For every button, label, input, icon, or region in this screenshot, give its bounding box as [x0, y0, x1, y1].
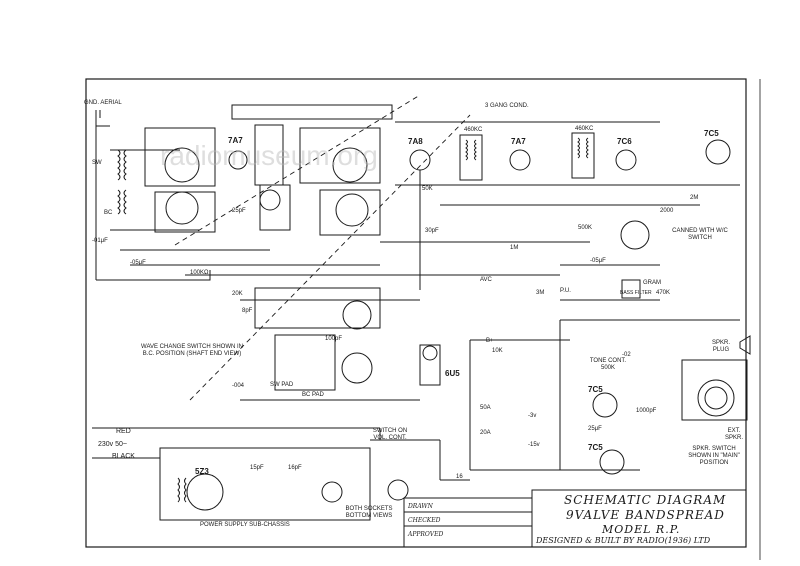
cap-05-label: -05μF [130, 260, 146, 266]
checked-label: CHECKED [408, 517, 441, 524]
b-plus-label: B+ [486, 338, 494, 344]
watermark: radiomuseum.org [160, 140, 378, 171]
tone-control-label: TONE CONT. 500K [589, 358, 627, 371]
cap-01-label: -01μF [92, 238, 108, 244]
pu-label: P.U. [560, 288, 571, 294]
tube-label-7c5-2: 7C5 [588, 385, 603, 394]
sw-pad-label: SW PAD [270, 382, 294, 388]
power-supply-label: POWER SUPPLY SUB-CHASSIS [200, 522, 290, 528]
cap-30pf-label: 30pF [425, 228, 439, 234]
cap-16pf-label: 16pF [288, 465, 302, 471]
cap-16-label: 16 [456, 474, 463, 480]
tube-label-7a7-1: 7A7 [228, 136, 243, 145]
bc-label: BC [104, 210, 113, 216]
tube-label-7c5-1: 7C5 [704, 129, 719, 138]
cap-004-label: -004 [232, 383, 245, 389]
res-2000-label: 2000 [660, 208, 674, 214]
title-credit: DESIGNED & BUILT BY RADIO(1936) LTD [536, 536, 711, 545]
red-lead-label: RED [116, 428, 131, 435]
res-500k-label: 500K [578, 225, 593, 231]
speaker-plug-label: SPKR. PLUG [711, 340, 730, 353]
minus-3v-label: -3v [528, 413, 537, 419]
speaker-switch-note: SPKR. SWITCH SHOWN IN "MAIN" POSITION [688, 446, 740, 466]
title-line-1: SCHEMATIC DIAGRAM [564, 493, 727, 507]
res-50k-label: 50K [422, 186, 433, 192]
wave-switch-note: WAVE CHANGE SWITCH SHOWN IN B.C. POSITIO… [141, 344, 243, 357]
res-20k-label: 20K [232, 291, 243, 297]
tube-label-6u5: 6U5 [445, 369, 460, 378]
approved-label: APPROVED [408, 531, 444, 538]
ext-speaker-label: EXT. SPKR. [724, 428, 743, 441]
cap-15pf-label: 15pF [250, 465, 264, 471]
cap-100pf-label: 100pF [325, 336, 343, 342]
tube-label-7a8: 7A8 [408, 137, 423, 146]
bc-pad-label: BC PAD [302, 392, 324, 398]
canned-note: CANNED WITH W/C SWITCH [672, 228, 728, 241]
tube-label-7c5-3: 7C5 [588, 443, 603, 452]
cap-25pf-label: 25pF [232, 208, 246, 214]
gram-label: GRAM [643, 280, 661, 286]
res-470k-label: 470K [656, 290, 671, 296]
res-1m-label: 1M [510, 245, 519, 251]
black-lead-label: BLACK [112, 453, 135, 460]
tube-label-7a7-2: 7A7 [511, 137, 526, 146]
filter-label: BASS FILTER [620, 290, 652, 296]
gang-label: 3 GANG COND. [485, 103, 529, 109]
cap-25uf-label: 25μF [588, 426, 602, 432]
avc-label: AVC [480, 277, 492, 283]
res-3m-label: 3M [536, 290, 545, 296]
minus-15v-label: -15v [528, 442, 540, 448]
tube-label-7c6: 7C6 [617, 137, 632, 146]
cap-1000pf-label: 1000pF [636, 408, 657, 414]
res-10k-label: 10K [492, 348, 503, 354]
title-line-2: 9VALVE BANDSPREAD [566, 508, 725, 522]
both-sockets-label: BOTH SOCKETS BOTTOM VIEWS [345, 506, 393, 519]
cap-8pf-label: 8pF [242, 308, 253, 314]
sw-label: SW [92, 160, 102, 166]
cap-02-label: -02 [622, 352, 631, 358]
aerial-label: GND. AERIAL [84, 100, 122, 106]
title-model: MODEL R.P. [602, 523, 681, 536]
mains-label: 230v 50~ [98, 441, 127, 448]
switch-on-vol-label: SWITCH ON VOL. CONT. [372, 428, 408, 441]
if2-label: 460KC [575, 126, 594, 132]
cap-05b-label: -05μF [590, 258, 606, 264]
drawn-label: DRAWN [408, 503, 433, 510]
tube-label-5z3: 5Z3 [195, 467, 209, 476]
if1-label: 460KC [464, 127, 483, 133]
res-50a-label: 50A [480, 405, 491, 411]
res-100k-label: 100KΩ [190, 270, 209, 276]
res-2m-label: 2M [690, 195, 699, 201]
res-20a-label: 20A [480, 430, 491, 436]
